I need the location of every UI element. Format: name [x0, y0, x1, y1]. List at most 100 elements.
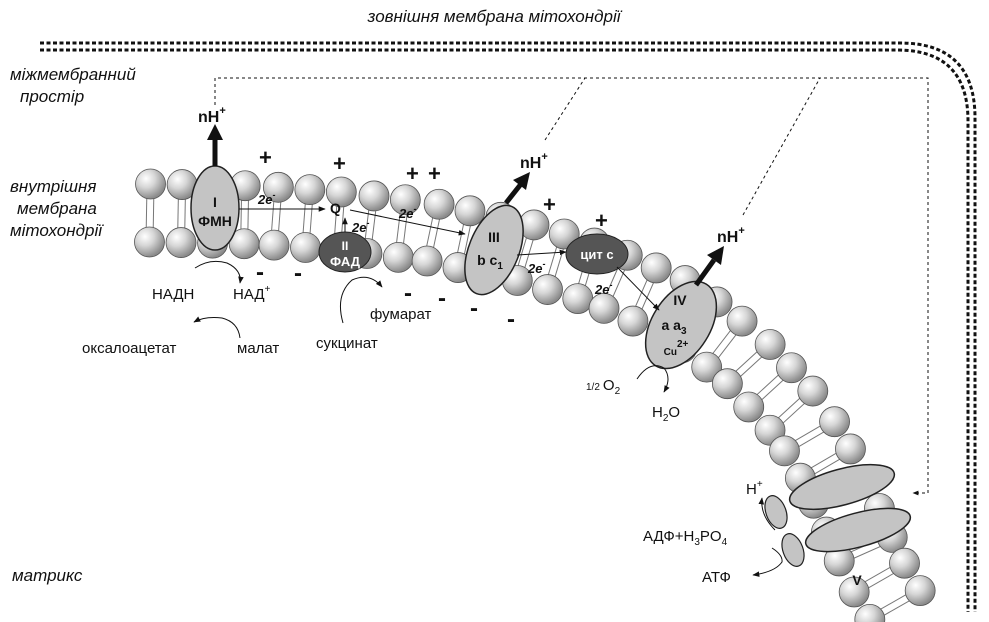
- complex-iv-subscript: 3: [681, 326, 687, 337]
- complex-ii: II ФАД: [318, 231, 372, 273]
- electron-label-i-q: 2e: [257, 192, 272, 207]
- proton-label-i: nH: [198, 109, 219, 126]
- lipid-head: [262, 171, 294, 203]
- svg-text:H2O: H2O: [652, 404, 680, 424]
- electron-label-ii-q: 2e: [351, 220, 366, 235]
- svg-text:nH+: nH+: [717, 225, 745, 246]
- lipid-head: [135, 168, 166, 200]
- proton-charge-i: +: [219, 105, 225, 117]
- charge-plus: +: [595, 208, 608, 233]
- complex-v-number: V: [852, 572, 862, 588]
- lipid-head: [411, 245, 443, 277]
- svg-text:2e-: 2e-: [257, 190, 275, 207]
- lipid-head: [562, 283, 594, 315]
- complex-i: I ФМН: [190, 165, 240, 251]
- electron-flow-arrows: [239, 206, 660, 311]
- proton-charge-iii: +: [541, 151, 547, 163]
- svg-text:a a3: a a3: [661, 317, 686, 337]
- lipid-head: [726, 305, 758, 337]
- lipid-head: [754, 329, 786, 360]
- charge-plus: +: [543, 192, 556, 217]
- svg-text:nH+: nH+: [520, 151, 548, 172]
- lipid-head: [165, 227, 197, 258]
- svg-text:АДФ+H3PO4: АДФ+H3PO4: [643, 528, 728, 548]
- lipid-head: [889, 547, 920, 579]
- svg-text:Cu2+: Cu2+: [664, 339, 689, 358]
- water-label: H: [652, 404, 663, 421]
- lipid-head: [854, 603, 886, 622]
- svg-text:2e-: 2e-: [594, 280, 612, 297]
- lipid-head: [838, 576, 870, 608]
- charge-plus: +: [259, 145, 272, 170]
- complex-iii-number: III: [488, 229, 500, 245]
- proton-arrows: [207, 124, 724, 287]
- half-label: 1/2: [586, 382, 600, 393]
- lipid-head: [819, 406, 850, 438]
- proton-charge-iv: +: [738, 225, 744, 237]
- electron-label-iii-cyt: 2e: [527, 261, 542, 276]
- nad-label: НАД: [233, 286, 265, 303]
- cytochrome-c: цит с: [565, 233, 629, 275]
- lipid-head: [134, 226, 165, 258]
- lipid-head: [325, 176, 357, 208]
- lipid-head: [776, 352, 807, 384]
- charge-minus: -: [438, 285, 446, 312]
- svg-text:НАД+: НАД+: [233, 284, 271, 303]
- intermembrane-space-label-line1: міжмембранний: [10, 65, 136, 84]
- substrate-arrows: [193, 260, 783, 577]
- electron-label-q-iii: 2e: [398, 206, 413, 221]
- succinate-label: сукцинат: [316, 335, 378, 352]
- lipid-head: [389, 184, 421, 216]
- lipid-head: [532, 274, 563, 305]
- lipid-head: [258, 229, 290, 261]
- lipid-head: [454, 195, 486, 227]
- complex-iii-label: b c: [477, 252, 497, 268]
- charge-plus: +: [406, 161, 419, 186]
- lipid-head: [904, 575, 936, 607]
- outer-membrane: [40, 41, 977, 612]
- intermembrane-space-label-line2: простір: [20, 87, 84, 106]
- lipid-head: [797, 375, 829, 407]
- adp-subscript-1: 3: [694, 537, 700, 548]
- lipid-head: [711, 368, 743, 400]
- h-plus-charge: +: [757, 479, 763, 490]
- inner-membrane-label-line1: внутрішня: [10, 177, 96, 196]
- electron-label-cyt-iv: 2e: [594, 282, 609, 297]
- lipid-head: [358, 180, 390, 212]
- water-oxygen: O: [668, 404, 680, 421]
- complex-ii-number: II: [342, 239, 349, 253]
- oxygen-label: O: [603, 377, 615, 394]
- svg-text:H+: H+: [746, 479, 763, 498]
- complex-iii: III b c1: [464, 204, 524, 296]
- lipid-head: [733, 391, 765, 423]
- charge-minus: -: [256, 259, 264, 286]
- adp-subscript-2: 4: [722, 537, 728, 548]
- matrix-label: матрикс: [12, 566, 83, 585]
- h-plus-label: H: [746, 481, 757, 498]
- charge-minus: -: [470, 295, 478, 322]
- complex-ii-label: ФАД: [330, 254, 361, 269]
- complex-iv-copper: Cu: [664, 347, 677, 358]
- complex-iv-copper-charge: 2+: [677, 339, 689, 350]
- lipid-head: [640, 252, 672, 284]
- svg-text:b c1: b c1: [477, 252, 503, 272]
- lipid-head: [423, 188, 455, 220]
- complex-i-label: ФМН: [198, 213, 232, 229]
- complex-v: V: [764, 463, 912, 588]
- lipid-head: [835, 433, 866, 465]
- svg-text:nH+: nH+: [198, 105, 226, 126]
- lipid-head: [588, 293, 620, 324]
- proton-label-iii: nH: [520, 155, 541, 172]
- nadh-label: НАДН: [152, 286, 194, 303]
- adp-label-2: PO: [700, 528, 722, 545]
- complex-iv-label: a a: [661, 317, 681, 333]
- lipid-head: [769, 435, 800, 467]
- complex-i-number: I: [213, 194, 217, 210]
- oxaloacetate-label: оксалоацетат: [82, 340, 177, 357]
- nad-charge: +: [265, 284, 271, 295]
- lipid-head: [691, 351, 723, 383]
- oxygen-subscript: 2: [615, 386, 621, 397]
- fumarate-label: фумарат: [370, 306, 432, 323]
